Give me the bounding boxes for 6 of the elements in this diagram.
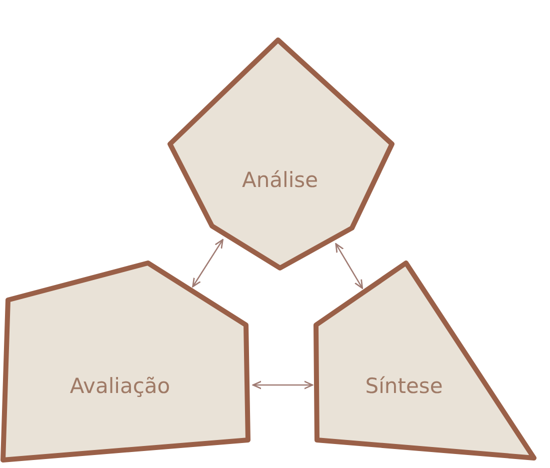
double-arrow (252, 380, 314, 390)
node-label: Síntese (365, 374, 443, 398)
double-arrow (335, 243, 364, 289)
node-label: Avaliação (70, 374, 170, 398)
node-label: Análise (242, 168, 318, 192)
double-arrow (192, 239, 224, 288)
